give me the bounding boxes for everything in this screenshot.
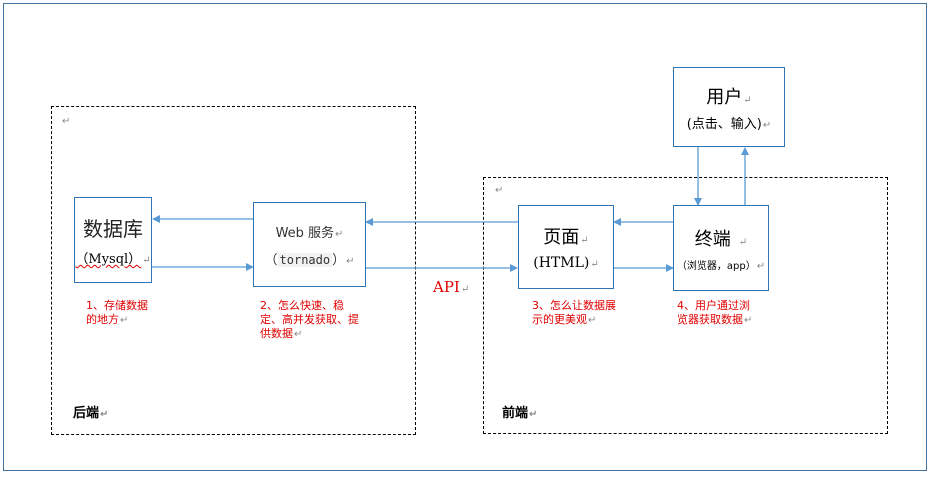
paragraph-mark: ↵ xyxy=(738,236,748,248)
terminal-subtitle-text: （浏览器，app） xyxy=(676,260,756,272)
paragraph-mark: ↵ xyxy=(580,235,589,246)
paragraph-mark: ↵ xyxy=(495,185,504,196)
paragraph-mark: ↵ xyxy=(100,409,109,420)
paragraph-mark: ↵ xyxy=(743,94,752,106)
page-note-text: 3、怎么让数据展示的更美观 xyxy=(532,299,616,326)
paren-open: （ xyxy=(264,252,278,268)
terminal-node[interactable]: 终端↵ （浏览器，app）↵ xyxy=(673,205,769,291)
page-note: 3、怎么让数据展示的更美观↵ xyxy=(532,299,616,328)
paragraph-mark: ↵ xyxy=(590,259,599,270)
web-service-title-text: Web 服务 xyxy=(275,225,335,241)
web-service-node[interactable]: Web 服务↵ （tornado）↵ xyxy=(253,202,366,287)
backend-label: 后端↵ xyxy=(73,402,108,421)
paragraph-mark: ↵ xyxy=(62,116,71,127)
page-title-text: 页面 xyxy=(543,227,580,248)
paragraph-mark: ↵ xyxy=(588,315,597,326)
database-subtitle-text: （Mysql） xyxy=(75,252,142,267)
paragraph-mark: ↵ xyxy=(529,409,538,420)
user-subtitle-text: (点击、输入) xyxy=(686,116,762,132)
page-subtitle: (HTML)↵ xyxy=(533,255,599,271)
paren-close: ） xyxy=(332,252,346,268)
terminal-title: 终端 ↵ xyxy=(695,225,747,251)
user-subtitle: (点击、输入)↵ xyxy=(687,113,772,132)
web-service-note: 2、怎么快速、稳定、高并发获取、提供数据↵ xyxy=(260,299,360,342)
paragraph-mark: ↵ xyxy=(294,329,303,340)
diagram-frame xyxy=(3,3,927,471)
terminal-title-text: 终端 xyxy=(694,228,731,250)
terminal-note-text: 4、用户通过浏览器获取数据 xyxy=(677,299,750,326)
api-label-text: API xyxy=(433,278,460,296)
database-note-text: 1、存储数据的地方 xyxy=(86,299,148,326)
database-node[interactable]: 数据库 （Mysql）↵ xyxy=(74,197,152,283)
user-title: 用户↵ xyxy=(706,83,751,109)
paragraph-mark: ↵ xyxy=(762,119,772,131)
terminal-note: 4、用户通过浏览器获取数据↵ xyxy=(677,299,757,328)
database-note: 1、存储数据的地方↵ xyxy=(86,299,150,328)
frontend-label-text: 前端 xyxy=(502,406,529,421)
user-title-text: 用户 xyxy=(706,86,743,108)
paragraph-mark: ↵ xyxy=(120,315,129,326)
frontend-group xyxy=(483,177,888,434)
api-label: API↵ xyxy=(433,278,469,296)
paragraph-mark: ↵ xyxy=(744,315,753,326)
user-node[interactable]: 用户↵ (点击、输入)↵ xyxy=(673,67,785,147)
paragraph-mark: ↵ xyxy=(335,228,344,240)
paragraph-mark: ↵ xyxy=(756,260,766,272)
web-service-code: tornado xyxy=(277,252,333,267)
page-title: 页面↵ xyxy=(543,223,588,249)
database-title: 数据库 xyxy=(83,217,143,241)
backend-group xyxy=(51,106,416,435)
page-node[interactable]: 页面↵ (HTML)↵ xyxy=(518,205,614,289)
web-service-note-text: 2、怎么快速、稳定、高并发获取、提供数据 xyxy=(260,299,359,340)
web-service-title: Web 服务↵ xyxy=(276,222,344,241)
frontend-label: 前端↵ xyxy=(502,402,537,421)
paragraph-mark: ↵ xyxy=(142,255,151,266)
page-subtitle-text: (HTML) xyxy=(533,255,590,271)
terminal-subtitle: （浏览器，app）↵ xyxy=(677,257,765,272)
web-service-subtitle: （tornado）↵ xyxy=(265,249,355,268)
paragraph-mark: ↵ xyxy=(460,284,470,295)
backend-label-text: 后端 xyxy=(73,406,100,421)
database-subtitle: （Mysql）↵ xyxy=(75,248,150,267)
paragraph-mark: ↵ xyxy=(346,255,355,267)
